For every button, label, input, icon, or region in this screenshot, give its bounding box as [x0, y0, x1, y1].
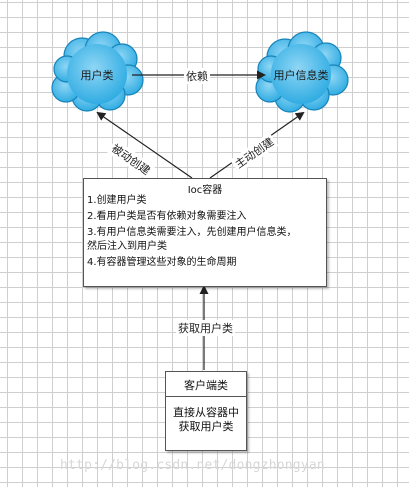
user-info-class-cloud — [255, 31, 349, 113]
get-user-class-label: 获取用户类 — [176, 320, 235, 336]
client-class-title: 客户端类 — [184, 379, 228, 392]
watermark-text: http://blog.csdn.net/dongzhongyan — [60, 458, 325, 473]
depends-on-label: 依赖 — [184, 68, 210, 84]
client-class-divider — [166, 396, 246, 397]
ioc-container-box: Ioc容器 1.创建用户类 2.看用户类是否有依赖对象需要注入 3.有用户信息类… — [83, 178, 327, 287]
client-class-body: 直接从容器中 获取用户类 — [166, 406, 246, 434]
client-class-box: 客户端类 直接从容器中 获取用户类 — [165, 371, 247, 451]
ioc-step-1: 1.创建用户类 — [87, 195, 147, 206]
ioc-container-title: Ioc容器 — [187, 185, 223, 196]
passive-create-arrow — [96, 111, 193, 179]
ioc-step-3: 3.有用户信息类需要注入，先创建用户信息类， — [87, 227, 297, 238]
user-info-class-label: 用户信息类 — [273, 69, 329, 82]
client-class-body-line-1: 直接从容器中 — [173, 406, 239, 419]
ioc-step-2: 2.看用户类是否有依赖对象需要注入 — [87, 211, 247, 222]
ioc-step-3-continued: 然后注入到用户类 — [87, 241, 167, 252]
client-class-body-line-2: 获取用户类 — [178, 420, 234, 433]
user-class-cloud — [51, 31, 144, 112]
ioc-step-4: 4.有容器管理这些对象的生命周期 — [87, 257, 237, 268]
user-class-label: 用户类 — [80, 69, 114, 82]
